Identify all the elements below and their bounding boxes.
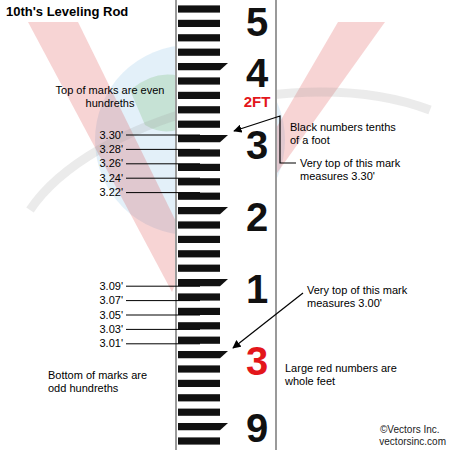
hundredth-mark (178, 365, 220, 372)
tenth-mark (178, 63, 228, 70)
note-text: Very top of this mark measures 3.00' (307, 284, 425, 310)
foot-label: 2FT (244, 94, 271, 109)
hundredth-mark (178, 437, 220, 444)
leader-line (126, 300, 200, 301)
leader-line (126, 178, 200, 179)
value-label: 3.07' (99, 294, 123, 307)
value-label: 3.24' (99, 172, 123, 185)
rod-edge (175, 0, 177, 450)
value-label: 3.01' (99, 337, 123, 350)
leader-lines (126, 135, 200, 344)
hundredth-mark (178, 164, 220, 171)
tenth-number: 3 (246, 125, 268, 165)
hundredth-mark (178, 265, 220, 272)
value-label: 3.30' (99, 129, 123, 142)
note-text: Bottom of marks are odd hundreths (48, 369, 156, 395)
leader-line (126, 343, 200, 344)
leader-line (126, 135, 200, 136)
rod-face (176, 0, 276, 450)
hundredth-mark (178, 308, 220, 315)
hundredth-mark (178, 149, 220, 156)
tenth-mark (178, 279, 228, 286)
leader-line (126, 286, 200, 287)
hundredth-mark (178, 337, 220, 344)
foot-number: 3 (246, 341, 268, 381)
rod-graduations (178, 0, 228, 450)
value-label: 3.26' (99, 157, 123, 170)
leader-line (126, 315, 200, 316)
leader-line (126, 163, 200, 164)
hundredth-mark (178, 49, 220, 56)
hundredth-mark (178, 250, 220, 257)
tenth-mark (178, 351, 228, 358)
hundredth-mark (178, 77, 220, 84)
tenth-mark (178, 135, 228, 142)
note-text: Black numbers tenths of a foot (290, 121, 405, 147)
note-text: Top of marks are even hundreths (54, 84, 166, 110)
hundredth-mark (178, 322, 220, 329)
hundredth-mark (178, 121, 220, 128)
hundredth-mark (178, 409, 220, 416)
hundredth-mark (178, 20, 220, 27)
hundredth-mark (178, 221, 220, 228)
hundredth-mark (178, 236, 220, 243)
leader-line (126, 329, 200, 330)
tenth-mark (178, 423, 228, 430)
rod-edge (275, 0, 277, 450)
watermark-v-left (28, 22, 190, 292)
leader-line (126, 149, 200, 150)
website: vectorsinc.com (379, 436, 446, 448)
tenth-number: 4 (246, 53, 268, 93)
hundredth-mark (178, 380, 220, 387)
hundredth-mark (178, 34, 220, 41)
hundredth-mark (178, 178, 220, 185)
tenth-mark (178, 207, 228, 214)
tenth-number: 9 (246, 408, 268, 448)
leader-line (126, 192, 200, 193)
hundredth-mark (178, 293, 220, 300)
tenth-number: 5 (246, 2, 268, 42)
value-label: 3.22' (99, 186, 123, 199)
value-label: 3.09' (99, 280, 123, 293)
hundredth-mark (178, 394, 220, 401)
tenth-number: 1 (246, 269, 268, 309)
title: 10th's Leveling Rod (6, 4, 128, 19)
value-label: 3.03' (99, 323, 123, 336)
value-label: 3.28' (99, 143, 123, 156)
copyright: ©Vectors Inc. (380, 424, 440, 436)
tenth-number: 2 (246, 197, 268, 237)
note-text: Large red numbers are whole feet (285, 362, 403, 388)
hundredth-mark (178, 92, 220, 99)
note-text: Very top of this mark measures 3.30' (300, 157, 418, 183)
hundredth-mark (178, 5, 220, 12)
hundredth-mark (178, 193, 220, 200)
value-label: 3.05' (99, 309, 123, 322)
hundredth-mark (178, 106, 220, 113)
